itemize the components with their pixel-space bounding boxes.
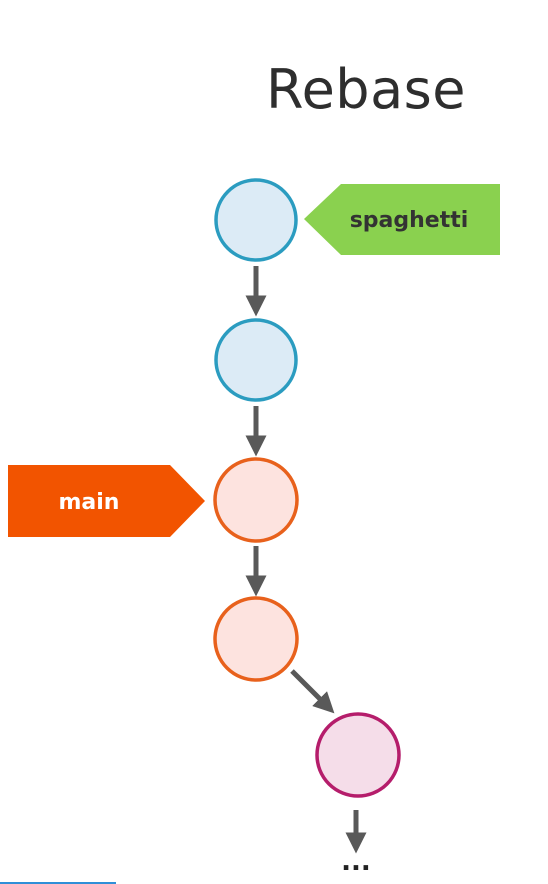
branch-label-spaghetti: spaghetti <box>304 184 500 255</box>
progress-indicator <box>0 882 116 884</box>
branch-label-spaghetti-text: spaghetti <box>350 208 469 233</box>
continuation-ellipsis: ... <box>341 847 371 877</box>
arrow-c4-c5 <box>290 669 335 714</box>
commit-node-4 <box>213 596 299 682</box>
branch-label-main-text: main <box>59 490 120 515</box>
diagram-title: Rebase <box>265 58 467 121</box>
branch-label-main: main <box>8 465 205 537</box>
commit-node-5 <box>315 712 401 798</box>
commit-node-1 <box>214 178 298 262</box>
commit-node-2 <box>214 318 298 402</box>
commit-node-3 <box>213 457 299 543</box>
